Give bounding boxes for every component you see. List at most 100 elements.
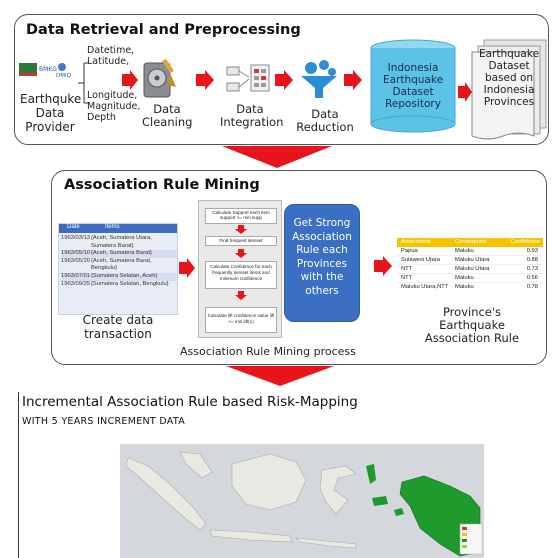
arrow-to-dataset-icon (458, 82, 472, 102)
strong-rule-line5: with the (300, 271, 344, 283)
arrow-to-repository-icon (344, 70, 362, 90)
table-row: 1963/07/01{Sumatera Selatan, Aceh} (61, 272, 177, 281)
arrow-to-reduction-icon (275, 70, 293, 90)
repository-label-line1: Indonesia (387, 62, 439, 74)
data-integration-icon (225, 63, 271, 95)
data-reduction-label: Data Reduction (296, 107, 354, 135)
dataset-document-label: Earthquake Dataset based on Indonesia Pr… (478, 48, 540, 108)
create-transaction-label-line2: transaction (84, 326, 152, 341)
strong-rule-text: Get Strong Association Rule each Provinc… (285, 205, 359, 298)
arrow-to-cleaning-icon (122, 70, 138, 90)
strong-rule-box: Get Strong Association Rule each Provinc… (284, 204, 360, 322)
map-java (209, 529, 293, 543)
map-sumatra (125, 457, 207, 531)
data-reduction-label-line1: Data (311, 107, 339, 121)
process-arrow-2-icon (235, 249, 247, 258)
risk-mapping-title: Incremental Association Rule based Risk-… (22, 394, 358, 410)
transactions-rows: 1963/03/13{Aceh, Sumatera Utara, Sumater… (61, 235, 177, 288)
rules-label-line1: Province's (442, 305, 502, 319)
data-integration-label: Data Integration (220, 102, 284, 130)
attributes-bottom: Longitude, Magnitude, Depth (87, 90, 141, 124)
process-step-2: Find frequent itemset (205, 236, 277, 246)
map-maluku-north (366, 464, 376, 484)
association-mining-title: Association Rule Mining (64, 177, 260, 193)
mining-process-box: Calculate Support each item support >= m… (198, 200, 282, 338)
create-transaction-label-line1: Create data (82, 313, 154, 327)
arrow-to-integration-icon (196, 70, 214, 90)
down-arrow-2-icon (226, 366, 334, 386)
rules-header-consequent: Consequent (455, 239, 487, 245)
map-sulawesi (319, 465, 357, 515)
risk-mapping-subtitle: WITH 5 YEARS INCREMENT DATA (22, 416, 186, 427)
transactions-header: Date Items (59, 224, 177, 233)
provider-label: Earthquke Data Provider (20, 92, 82, 134)
repository-label: Indonesia Earthquake Dataset Repository (371, 62, 455, 110)
dataset-document-label-line4: Indonesia (483, 84, 535, 97)
process-step-1: Calculate Support each item support >= m… (205, 208, 277, 224)
strong-rule-line2: Association (292, 230, 352, 243)
provider-bracket (78, 62, 88, 104)
provider-label-line3: Provider (25, 119, 75, 134)
process-step-3: Calculate Confidence for each frequently… (205, 261, 277, 289)
process-arrow-1-icon (235, 225, 247, 234)
table-row: 1963/05/20{Aceh, Sumatera Barat, Bengkul… (61, 257, 152, 272)
attributes-top: Datetime, Latitude, (87, 45, 135, 68)
rules-label: Province's Earthquake Association Rule (412, 305, 532, 346)
strong-rule-line6: others (305, 284, 339, 297)
data-cleaning-label: Data Cleaning (142, 102, 193, 130)
repository-cylinder-icon (370, 39, 456, 133)
rules-label-line2: Earthquake (439, 318, 505, 333)
repository-label-line2: Earthquake (382, 74, 444, 87)
mining-process-label: Association Rule Mining process (180, 345, 356, 358)
transactions-header-date: Date (67, 224, 80, 230)
strong-rule-line3: Rule each (296, 244, 348, 256)
create-transaction-label: Create data transaction (68, 313, 168, 342)
provider-label-line1: Earthquke (20, 92, 82, 106)
attribute-depth: Depth (87, 111, 116, 123)
arrow-to-process-icon (179, 258, 195, 278)
map-maluku-south (372, 496, 388, 506)
data-cleaning-icon (140, 57, 176, 101)
rules-label-line3: Association Rule (424, 331, 520, 346)
rules-header-confidence: Confidence (510, 239, 540, 245)
data-integration-label-line2: Integration (220, 115, 284, 130)
provider-logo-text-right: DMIQ (56, 73, 72, 79)
risk-mapping-divider (18, 392, 19, 558)
rules-header: Antecedent Consequent Confidence (397, 238, 543, 247)
attribute-magnitude: Magnitude, (87, 100, 141, 112)
attribute-datetime: Datetime, (87, 45, 135, 56)
map-legend (459, 523, 483, 555)
attribute-longitude: Longitude, (87, 90, 138, 101)
table-row: 1963/09/25{Sumatera Selatan, Bengkulu} (61, 280, 169, 287)
map-maluku-small (394, 508, 404, 516)
map-malaysia (179, 451, 213, 479)
dataset-document-label-line1: Earthquake (478, 48, 540, 60)
dataset-document-icon (471, 39, 547, 140)
table-row: 1963/03/13{Aceh, Sumatera Utara, Sumater… (61, 235, 152, 249)
dataset-document-label-line3: based on (484, 72, 534, 85)
provider-logo-text-left: BMKG (39, 66, 57, 73)
map-nusa-tenggara (295, 537, 357, 549)
provider-logo-icon: BMKG DMIQ (18, 60, 76, 80)
strong-rule-line1: Get Strong (293, 217, 351, 229)
arrow-to-rules-icon (374, 256, 392, 276)
repository-label-line3: Dataset (392, 86, 434, 99)
transactions-header-items: Items (105, 224, 120, 230)
dataset-document-label-line5: Provinces (483, 96, 535, 109)
dataset-document-label-line2: Dataset (488, 60, 530, 73)
map-borneo (231, 453, 307, 511)
data-cleaning-label-line2: Cleaning (142, 115, 193, 130)
attribute-latitude: Latitude, (87, 55, 130, 67)
down-arrow-1-icon (222, 146, 332, 168)
provider-label-line2: Data (35, 105, 65, 120)
repository-label-line4: Repository (385, 98, 441, 111)
preprocessing-title: Data Retrieval and Preprocessing (26, 22, 301, 38)
data-reduction-label-line2: Reduction (296, 120, 354, 135)
process-arrow-3-icon (235, 291, 247, 300)
rules-header-antecedent: Antecedent (401, 239, 431, 245)
